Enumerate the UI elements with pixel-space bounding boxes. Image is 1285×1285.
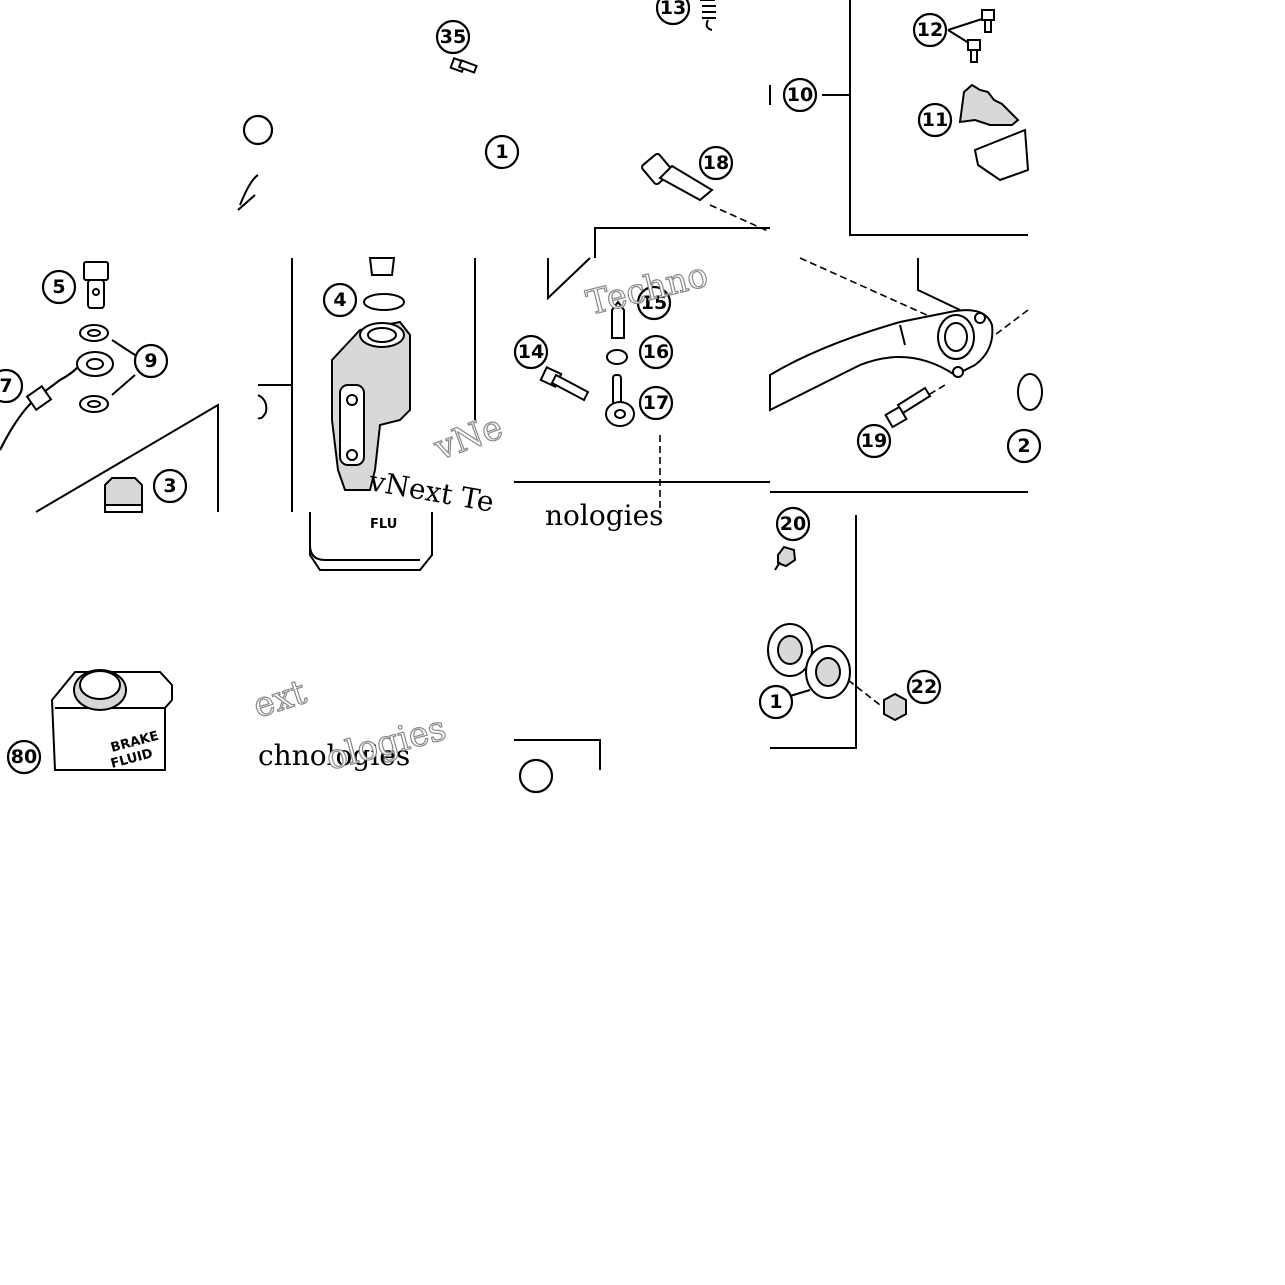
svg-text:11: 11 <box>922 109 948 131</box>
washer-upper-hole <box>87 329 101 337</box>
callout-11: 11 <box>917 102 953 138</box>
svg-text:20: 20 <box>780 513 806 535</box>
washer-lower-hole <box>87 400 101 408</box>
callout-partial-bottom <box>518 758 554 794</box>
callout-17: 17 <box>638 385 674 421</box>
o-ring-4-icon <box>363 293 405 311</box>
callout-4: 4 <box>322 282 358 318</box>
bolts-12-icon <box>967 9 995 63</box>
frame-caliper-left <box>547 257 591 301</box>
svg-text:7: 7 <box>0 375 13 397</box>
callout-9: 9 <box>133 343 169 379</box>
brake-fluid-bottle-top-icon: FLU <box>309 512 433 571</box>
bearings-icon <box>767 623 851 699</box>
svg-text:3: 3 <box>163 475 176 497</box>
svg-text:16: 16 <box>643 341 669 363</box>
callout-19: 19 <box>856 423 892 459</box>
callout-35: 35 <box>435 19 471 55</box>
callout-2: 2 <box>1006 428 1042 464</box>
brake-hose-icon <box>0 361 83 451</box>
watermark-3: vNe <box>428 407 508 469</box>
banjo-17-icon <box>605 374 635 427</box>
bolt-14-icon <box>539 365 590 402</box>
callout-14: 14 <box>513 334 549 370</box>
svg-text:5: 5 <box>52 276 65 298</box>
watermark-2: vNext Te <box>366 464 497 519</box>
nut-16-icon <box>606 349 628 365</box>
callout-15: 15 <box>636 285 672 321</box>
svg-text:9: 9 <box>144 350 157 372</box>
callout-12: 12 <box>912 12 948 48</box>
nut-20-icon <box>774 545 797 571</box>
part-2-icon <box>1017 373 1043 411</box>
dash-22 <box>847 679 881 706</box>
frame-caliper-top <box>594 227 770 258</box>
callout-80: 80 <box>6 739 42 775</box>
svg-text:18: 18 <box>703 152 729 174</box>
callout-18: 18 <box>698 145 734 181</box>
reservoir-cap-3-icon <box>104 477 143 513</box>
frame-pedal-left <box>917 258 961 311</box>
bleeder-15-icon <box>611 300 625 339</box>
svg-text:13: 13 <box>660 0 686 19</box>
banjo-fitting-hole <box>86 358 104 370</box>
brake-fluid-bottle-icon: BRAKE FLUID <box>50 669 173 772</box>
master-cylinder-icon <box>257 257 411 491</box>
spring-13-icon <box>700 0 716 31</box>
partial-sketch-left <box>237 174 259 211</box>
svg-text:4: 4 <box>333 289 346 311</box>
frame-reservoir <box>35 403 219 513</box>
callout-22: 22 <box>906 669 942 705</box>
svg-text:22: 22 <box>911 676 937 698</box>
frame-top-right <box>849 0 1028 236</box>
callout-20: 20 <box>775 506 811 542</box>
callout-5: 5 <box>41 269 77 305</box>
frame-bottom-middle <box>514 739 601 770</box>
svg-text:15: 15 <box>641 292 667 314</box>
frame-bearing <box>770 515 857 749</box>
callout-16: 16 <box>638 334 674 370</box>
callout-partial-left <box>242 114 274 146</box>
footpeg-11-icon <box>958 83 1030 182</box>
bolt-19-icon <box>884 386 932 429</box>
watermark-6: chnologies <box>258 739 410 772</box>
svg-text:2: 2 <box>1017 435 1030 457</box>
callout-1: 1 <box>484 134 520 170</box>
bolt-35-icon <box>449 56 478 74</box>
svg-text:10: 10 <box>787 84 813 106</box>
callout-10: 10 <box>782 77 818 113</box>
svg-text:12: 12 <box>917 19 943 41</box>
leader-9 <box>111 339 136 396</box>
callout-21-partial: 1 <box>758 684 794 720</box>
callout-3: 3 <box>152 468 188 504</box>
svg-text:17: 17 <box>643 392 669 414</box>
svg-text:14: 14 <box>518 341 544 363</box>
banjo-bolt-5-icon <box>83 261 109 309</box>
watermark-4: nologies <box>545 499 664 532</box>
svg-text:19: 19 <box>861 430 887 452</box>
svg-text:35: 35 <box>440 26 466 48</box>
svg-text:80: 80 <box>11 746 37 768</box>
callout-7: 7 <box>0 368 24 404</box>
callout-13: 13 <box>655 0 691 26</box>
brake-pedal-icon <box>769 309 994 412</box>
svg-text:1: 1 <box>495 141 508 163</box>
svg-text:1: 1 <box>769 691 782 713</box>
nut-22-icon <box>883 692 907 722</box>
bottle-top-label: FLU <box>370 517 397 532</box>
bolt-18-icon <box>641 152 714 202</box>
watermark-5: ext <box>248 672 311 727</box>
